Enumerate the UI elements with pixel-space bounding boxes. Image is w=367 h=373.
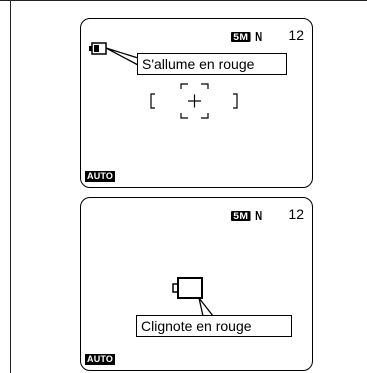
callout-text: S'allume en rouge: [142, 56, 255, 72]
image-size-indicator: 5M N: [231, 29, 264, 44]
image-size-indicator: 5M N: [231, 208, 264, 223]
auto-mode-badge: AUTO: [85, 171, 116, 182]
lcd-screen-empty-battery: 5M N 12 Clignote en rouge AUTO: [80, 197, 313, 371]
quality-indicator: N: [255, 29, 263, 44]
lcd-screen-low-battery: 5M N 12 S'allume en rouge AUTO: [80, 18, 313, 188]
callout-pointer: [198, 297, 215, 317]
auto-mode-badge: AUTO: [85, 354, 116, 365]
image-size-badge: 5M: [231, 31, 251, 42]
callout-blinks-red: Clignote en rouge: [136, 315, 292, 337]
quality-indicator: N: [255, 208, 263, 223]
battery-empty-icon: [172, 277, 203, 299]
callout-lights-red: S'allume en rouge: [137, 53, 287, 75]
screen2-graphics: [172, 277, 215, 317]
screen1-graphics: [89, 42, 238, 119]
left-margin-line: [10, 0, 11, 373]
battery-low-icon: [89, 42, 107, 55]
frame-count: 12: [288, 27, 304, 43]
callout-text: Clignote en rouge: [141, 318, 252, 334]
top-border-line: [0, 0, 367, 1]
callout-pointer: [105, 47, 139, 67]
image-size-badge: 5M: [231, 210, 251, 221]
frame-count: 12: [288, 206, 304, 222]
focus-frame-icon: [150, 83, 238, 119]
